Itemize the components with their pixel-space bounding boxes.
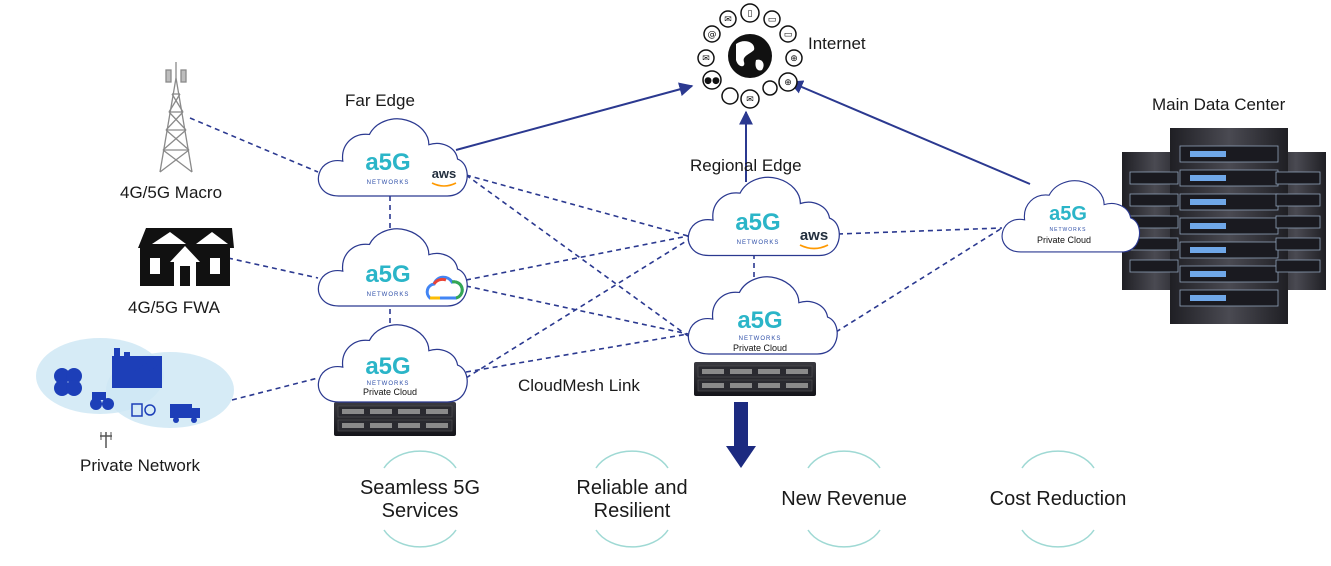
internet-links bbox=[455, 80, 1031, 185]
benefit-line: Seamless 5G bbox=[359, 477, 481, 499]
benefit-line: New Revenue bbox=[781, 488, 907, 510]
google-cloud-icon bbox=[425, 275, 464, 300]
benefit-line: Reliable and bbox=[576, 477, 688, 499]
brand-subtitle: NETWORKS bbox=[737, 240, 780, 246]
svg-text:●●: ●● bbox=[704, 76, 720, 86]
svg-text:✉: ✉ bbox=[702, 54, 710, 64]
globe-icon: @ ✉ ▯ ▭ ▭ ⊕ ✉ ●● ⊕ ✉ bbox=[697, 3, 803, 109]
brand-subtitle: NETWORKS bbox=[739, 336, 782, 342]
cell-tower-icon bbox=[159, 62, 193, 173]
aws-logo: aws bbox=[432, 166, 457, 181]
benefit-line: Cost Reduction bbox=[989, 488, 1127, 510]
svg-text:✉: ✉ bbox=[746, 95, 754, 105]
macro-label: 4G/5G Macro bbox=[120, 183, 223, 202]
svg-text:⊕: ⊕ bbox=[784, 78, 792, 88]
benefit-line: Services bbox=[381, 500, 459, 522]
cloud-far-private[interactable]: a5G NETWORKS Private Cloud bbox=[317, 324, 468, 403]
regional-edge-label: Regional Edge bbox=[690, 156, 802, 175]
cloudmesh-link-label: CloudMesh Link bbox=[518, 376, 640, 395]
cloud-regional-aws[interactable]: a5G NETWORKS aws bbox=[687, 176, 840, 257]
aws-logo: aws bbox=[800, 227, 828, 244]
industrial-iot-icon bbox=[36, 338, 234, 448]
fwa-label: 4G/5G FWA bbox=[128, 298, 220, 317]
svg-text:✉: ✉ bbox=[724, 15, 732, 25]
cloud-caption: Private Cloud bbox=[363, 387, 417, 397]
svg-text:▭: ▭ bbox=[768, 15, 777, 25]
brand-logo: a5G bbox=[737, 307, 782, 334]
rack-server-icon bbox=[334, 402, 456, 436]
arrow-down-icon bbox=[726, 402, 756, 468]
benefit-line: Resilient bbox=[593, 500, 671, 522]
rack-server-icon bbox=[694, 362, 816, 396]
server-rack-icon bbox=[1122, 128, 1326, 324]
main-data-center-label: Main Data Center bbox=[1152, 95, 1286, 114]
benefit-new-revenue: New Revenue bbox=[769, 488, 919, 511]
benefit-cost-reduction: Cost Reduction bbox=[983, 488, 1133, 511]
private-network-label: Private Network bbox=[80, 456, 200, 475]
internet-label: Internet bbox=[808, 34, 866, 53]
brand-logo: a5G bbox=[365, 149, 410, 176]
svg-text:@: @ bbox=[708, 30, 717, 40]
svg-text:▯: ▯ bbox=[748, 9, 753, 19]
brand-subtitle: NETWORKS bbox=[1050, 227, 1087, 233]
house-icon bbox=[138, 228, 234, 286]
dashed-links bbox=[189, 117, 1003, 401]
svg-text:⊕: ⊕ bbox=[790, 54, 798, 64]
cloud-far-aws[interactable]: a5G NETWORKS aws bbox=[317, 118, 468, 197]
brand-logo: a5G bbox=[735, 209, 780, 236]
benefit-reliable-resilient: Reliable and Resilient bbox=[557, 477, 707, 523]
cloud-caption: Private Cloud bbox=[1037, 235, 1091, 245]
brand-logo: a5G bbox=[1049, 203, 1087, 225]
cloud-caption: Private Cloud bbox=[733, 343, 787, 353]
far-edge-label: Far Edge bbox=[345, 91, 415, 110]
cloud-regional-private[interactable]: a5G NETWORKS Private Cloud bbox=[687, 276, 838, 355]
benefit-seamless-services: Seamless 5G Services bbox=[345, 477, 495, 523]
benefit-arcs bbox=[383, 450, 1095, 548]
svg-text:▭: ▭ bbox=[784, 30, 793, 40]
brand-logo: a5G bbox=[365, 261, 410, 288]
brand-subtitle: NETWORKS bbox=[367, 381, 410, 387]
brand-subtitle: NETWORKS bbox=[367, 180, 410, 186]
brand-logo: a5G bbox=[365, 353, 410, 380]
brand-subtitle: NETWORKS bbox=[367, 292, 410, 298]
cloud-far-gcp[interactable]: a5G NETWORKS bbox=[317, 228, 468, 307]
cloud-datacenter-private[interactable]: a5G NETWORKS Private Cloud bbox=[1001, 180, 1141, 253]
